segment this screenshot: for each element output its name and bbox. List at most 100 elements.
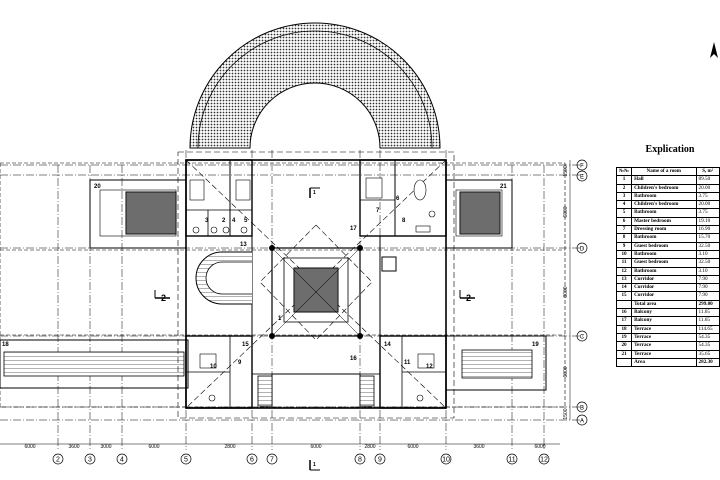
room-name: Corridor xyxy=(631,283,697,293)
svg-text:1: 1 xyxy=(313,190,316,196)
terrace-21 xyxy=(445,179,513,249)
room-area: 7.90 xyxy=(695,291,720,301)
room-name: Terrace xyxy=(631,349,697,359)
svg-text:16: 16 xyxy=(350,356,357,362)
room-area: 32.50 xyxy=(695,258,720,268)
building-walls xyxy=(185,159,447,409)
section-marks: 2 2 1 1 xyxy=(154,187,475,471)
right-dimensions: 1500 6000 8000 6000 1500 xyxy=(563,160,571,420)
svg-text:5: 5 xyxy=(184,457,188,464)
svg-text:6: 6 xyxy=(250,457,254,464)
room-name: Guest bedroom xyxy=(631,241,697,251)
svg-text:3000: 3000 xyxy=(100,444,111,450)
header-name: Name of a room xyxy=(631,166,697,177)
room-number: 4 xyxy=(615,200,633,210)
svg-text:1: 1 xyxy=(313,462,316,468)
svg-text:10: 10 xyxy=(442,457,450,464)
room-area: 3.10 xyxy=(695,249,720,260)
svg-text:20: 20 xyxy=(94,184,101,190)
room-number: 9 xyxy=(615,241,633,251)
room-name: Corridor xyxy=(631,291,697,301)
room-name: Children's bedroom xyxy=(631,183,697,193)
room-name: Bathroom xyxy=(631,191,697,202)
svg-text:9: 9 xyxy=(378,457,382,464)
room-area: 16.90 xyxy=(695,225,720,235)
room-number: 5 xyxy=(615,208,633,218)
svg-text:5: 5 xyxy=(244,218,248,224)
left-louvre-balcony xyxy=(0,339,189,389)
svg-text:2800: 2800 xyxy=(224,444,235,450)
svg-text:6000: 6000 xyxy=(407,444,418,450)
room-number: 19 xyxy=(615,332,633,343)
room-number: 14 xyxy=(615,283,633,293)
bottom-dimensions: 6000 3600 3000 6000 2800 6000 2800 6000 … xyxy=(0,443,560,450)
room-area: 299.00 xyxy=(695,299,720,310)
room-name: Hall xyxy=(631,175,697,185)
room-number: 3 xyxy=(615,191,633,202)
svg-text:1500: 1500 xyxy=(563,165,569,176)
room-area: 35.65 xyxy=(695,349,720,359)
row-axis-bubbles: F E D C B A xyxy=(576,159,588,426)
room-area: 19.10 xyxy=(695,216,720,227)
svg-text:2: 2 xyxy=(56,457,60,464)
svg-text:2: 2 xyxy=(222,218,226,224)
room-number: 17 xyxy=(615,316,633,326)
outer-boundary xyxy=(0,162,566,408)
semicircle-terrace xyxy=(189,22,441,149)
room-name: Guest bedroom xyxy=(631,258,697,268)
room-area: 89.50 xyxy=(695,175,720,185)
room-area: 11.65 xyxy=(695,316,720,326)
svg-text:1: 1 xyxy=(278,316,282,322)
svg-text:7: 7 xyxy=(270,457,274,464)
room-area: 7.90 xyxy=(695,283,720,293)
room-name: Area xyxy=(631,357,697,368)
room-area: 15.70 xyxy=(695,233,720,243)
room-number: 2 xyxy=(615,183,633,193)
lower-stairs xyxy=(257,375,375,407)
room-area: 3.75 xyxy=(695,208,720,218)
room-area: 20.00 xyxy=(695,200,720,210)
svg-text:B: B xyxy=(580,405,584,411)
column-marker xyxy=(381,256,397,272)
svg-text:3: 3 xyxy=(205,218,209,224)
room-number: 11 xyxy=(615,258,633,268)
svg-text:15: 15 xyxy=(242,342,249,348)
svg-text:8: 8 xyxy=(358,457,362,464)
right-louvre-balcony xyxy=(445,335,547,391)
room-area: 114.65 xyxy=(695,324,720,334)
svg-text:18: 18 xyxy=(2,342,9,348)
room-name: Bathroom xyxy=(631,208,697,218)
room-area: 20.00 xyxy=(695,183,720,193)
svg-text:6: 6 xyxy=(396,196,400,202)
explication-title: Explication xyxy=(645,144,695,155)
terrace-20 xyxy=(89,179,187,249)
svg-text:2: 2 xyxy=(466,293,471,303)
svg-text:7: 7 xyxy=(376,208,380,214)
header-num: №№ xyxy=(615,166,633,177)
svg-text:6000: 6000 xyxy=(534,444,545,450)
svg-text:2800: 2800 xyxy=(364,444,375,450)
room-name: Balcony xyxy=(631,308,697,318)
svg-text:6000: 6000 xyxy=(24,444,35,450)
room-area: 11.65 xyxy=(695,308,720,318)
svg-text:12: 12 xyxy=(540,457,548,464)
north-arrow-icon xyxy=(708,40,720,69)
room-number: 7 xyxy=(615,225,633,235)
svg-text:3600: 3600 xyxy=(68,444,79,450)
